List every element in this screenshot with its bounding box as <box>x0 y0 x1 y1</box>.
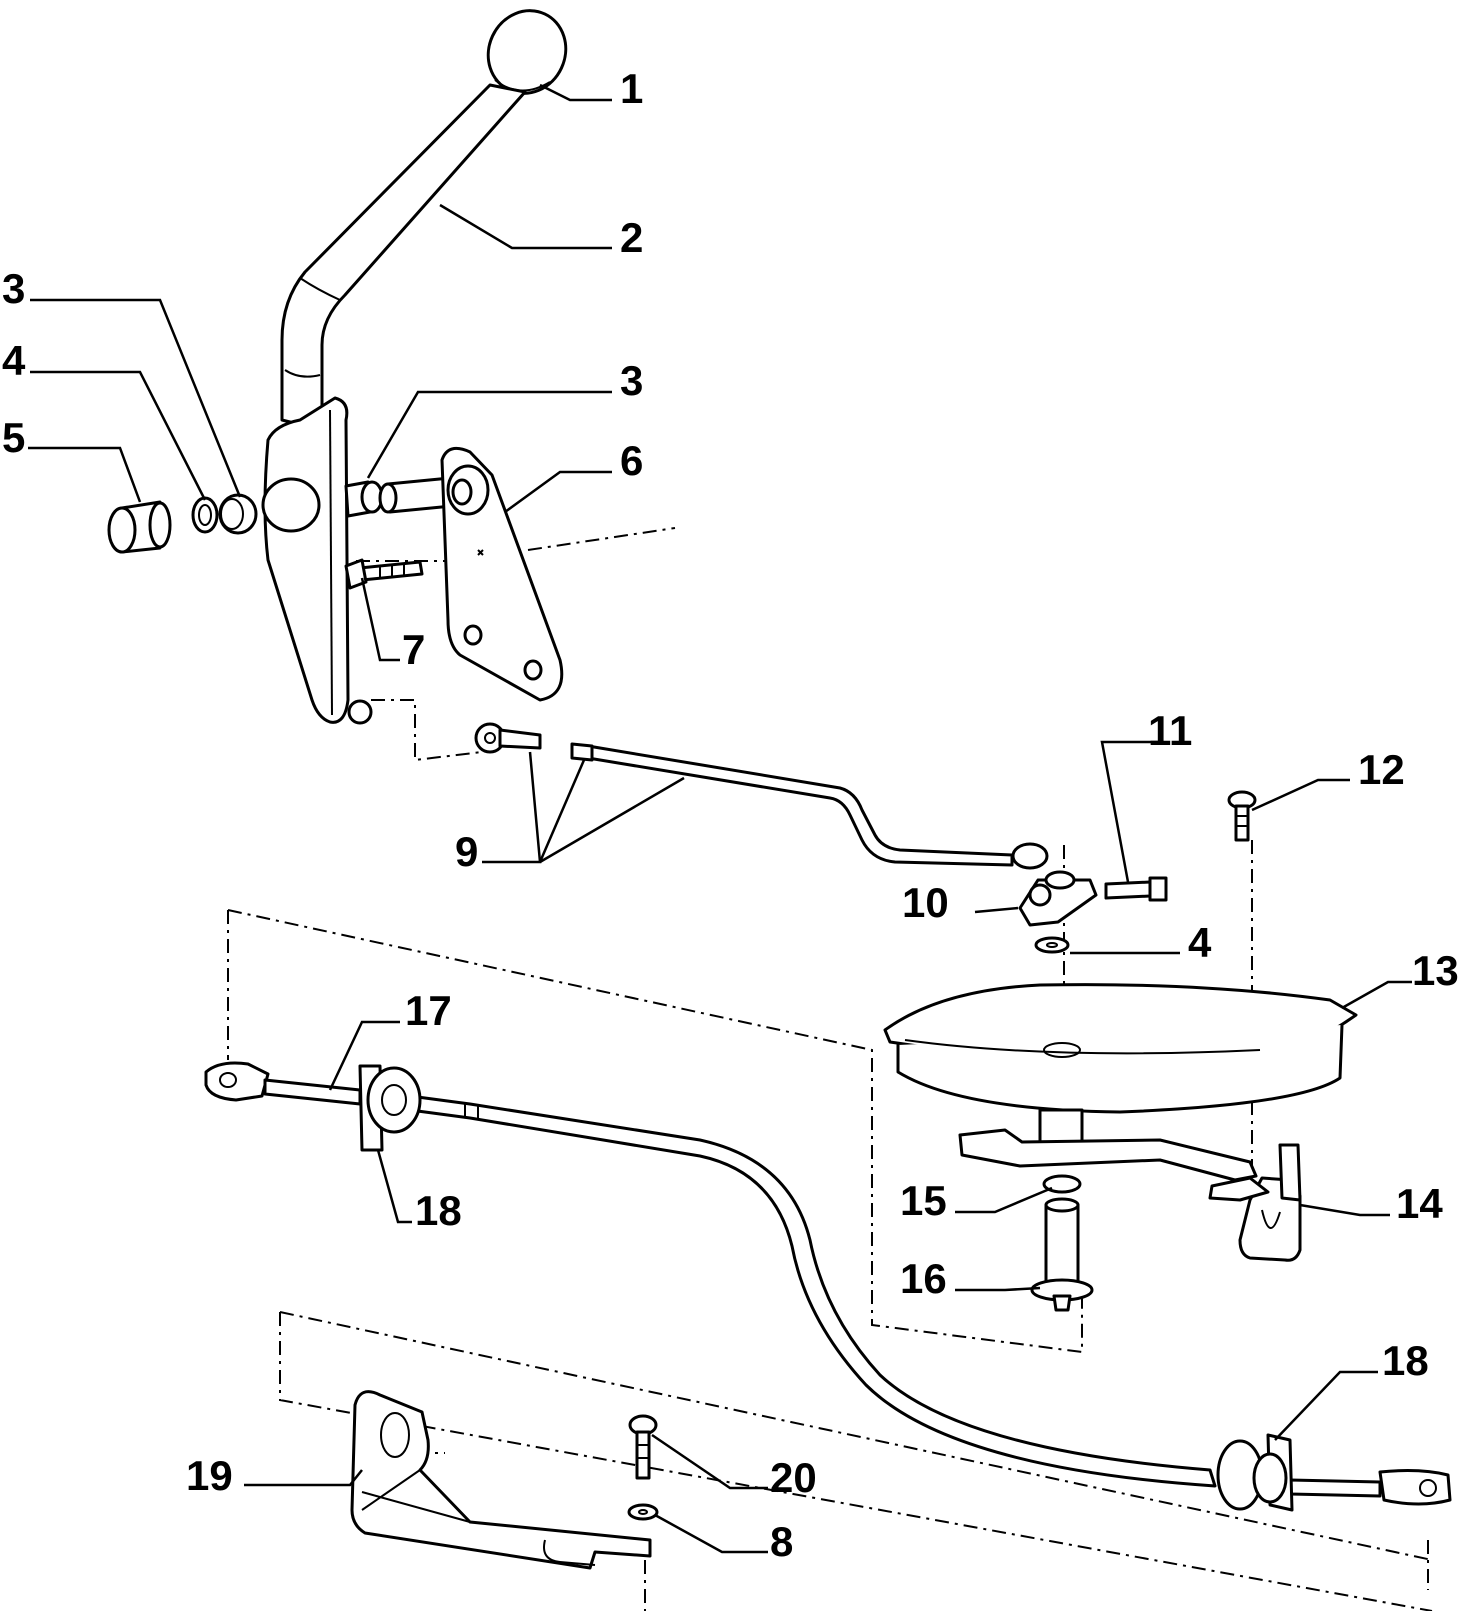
callout-20: 20 <box>770 1454 817 1501</box>
bushing-3-left <box>218 493 258 535</box>
callout-4-left: 4 <box>2 337 26 384</box>
shift-lever-rod <box>280 83 527 432</box>
bushing-3-right <box>344 480 384 518</box>
callout-13: 13 <box>1412 947 1459 994</box>
callout-7: 7 <box>402 626 425 673</box>
pin-16 <box>1030 1197 1094 1312</box>
callout-11: 11 <box>1148 707 1192 754</box>
end-cap-5 <box>107 500 172 554</box>
washer-4-left <box>191 496 219 534</box>
ball-joint-bracket-10 <box>1018 870 1098 927</box>
callout-labels: 1 2 3 4 5 3 6 7 9 10 11 12 4 13 14 15 16… <box>2 65 1459 1565</box>
selector-lever-14 <box>958 1108 1302 1262</box>
callout-8: 8 <box>770 1518 793 1565</box>
callout-9: 9 <box>455 828 478 875</box>
callout-12: 12 <box>1358 746 1405 793</box>
mounting-bracket-6 <box>440 446 564 702</box>
washer-15 <box>1042 1174 1082 1194</box>
shift-cable-17 <box>204 1061 1452 1506</box>
housing-tray-13 <box>883 983 1358 1114</box>
callout-16: 16 <box>900 1255 947 1302</box>
callout-14: 14 <box>1396 1180 1443 1227</box>
callout-18-right: 18 <box>1382 1337 1429 1384</box>
washer-8 <box>627 1503 659 1521</box>
callout-1: 1 <box>620 65 643 112</box>
assembly-axis-lines <box>227 527 1433 1611</box>
callout-18-left: 18 <box>415 1187 462 1234</box>
callout-3-left: 3 <box>2 265 25 312</box>
callout-6: 6 <box>620 437 643 484</box>
screw-20 <box>628 1414 658 1480</box>
cable-grommet-18-right <box>1216 1433 1294 1512</box>
bolt-7 <box>344 558 424 590</box>
bolt-11 <box>1104 876 1168 902</box>
callout-5: 5 <box>2 414 25 461</box>
callout-19: 19 <box>186 1452 233 1499</box>
shift-lever-plate <box>261 396 373 725</box>
linkage-rod-9 <box>474 722 1049 870</box>
support-bracket-19 <box>350 1390 652 1570</box>
callout-2: 2 <box>620 214 643 261</box>
pivot-pin <box>378 476 454 514</box>
callout-10: 10 <box>902 879 949 926</box>
callout-leaders <box>28 83 1412 1554</box>
screw-12 <box>1227 790 1257 842</box>
cable-grommet-18-left <box>358 1064 422 1152</box>
callout-15: 15 <box>900 1177 947 1224</box>
washer-4-right <box>1034 936 1070 954</box>
callout-4-right: 4 <box>1188 919 1212 966</box>
callout-3-right: 3 <box>620 357 643 404</box>
callout-17: 17 <box>405 987 452 1034</box>
